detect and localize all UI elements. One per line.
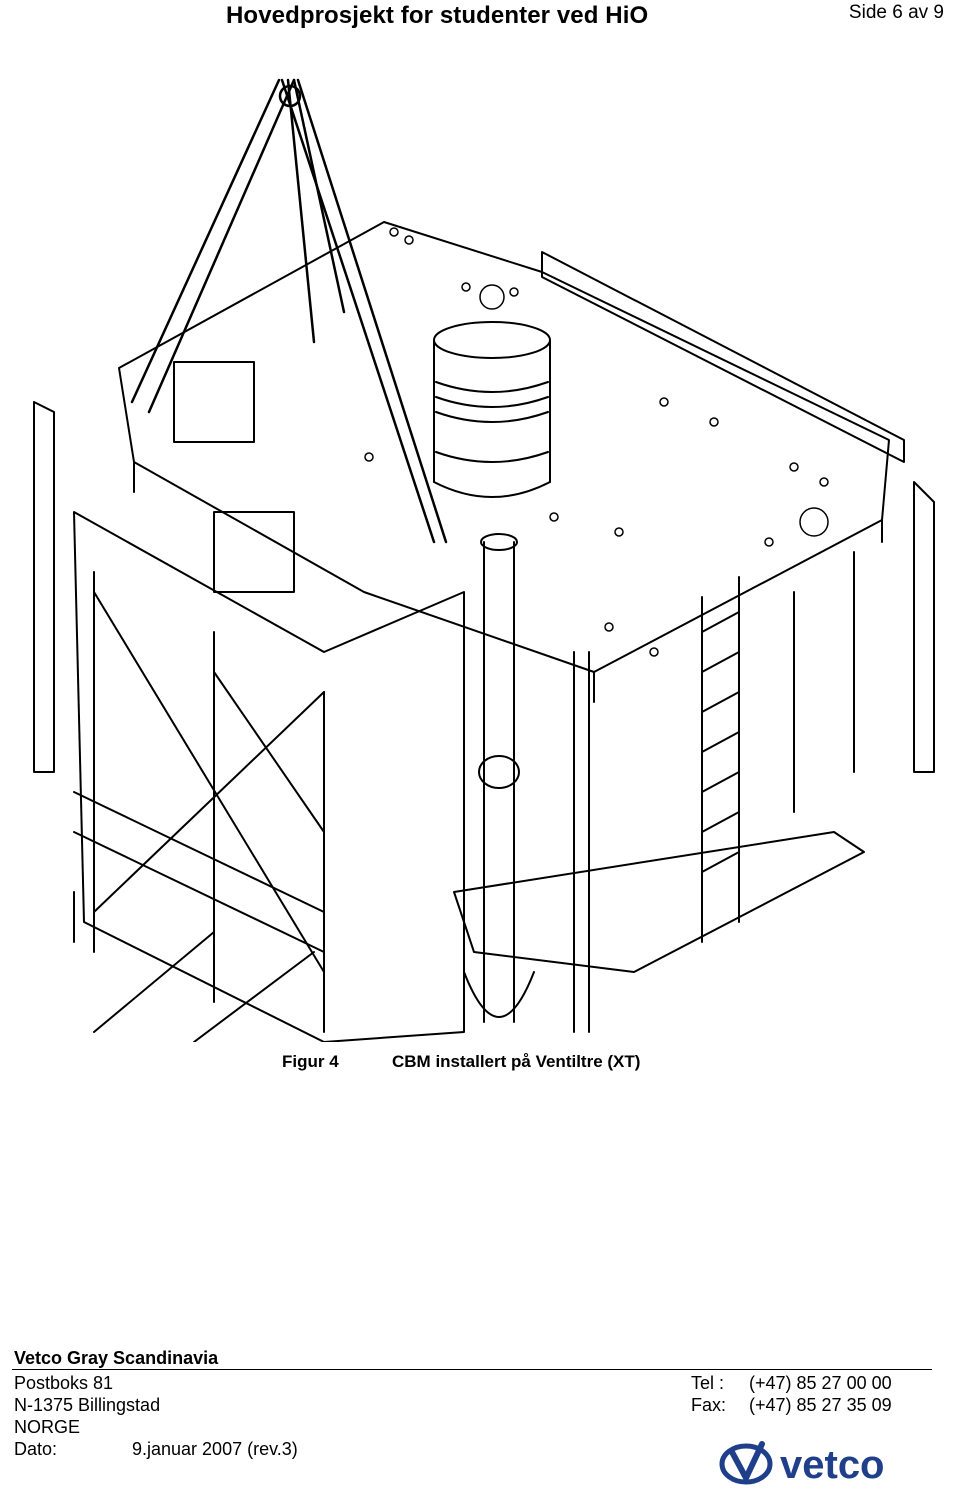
bolt-holes xyxy=(364,227,829,657)
figure-caption: CBM installert på Ventiltre (XT) xyxy=(392,1052,641,1071)
top-deck xyxy=(118,221,905,703)
footer-divider xyxy=(12,1369,932,1370)
side-pillars xyxy=(33,401,935,813)
tel-label: Tel : xyxy=(691,1373,725,1393)
central-actuator xyxy=(463,533,590,1033)
vetco-wordmark: vetco xyxy=(780,1443,885,1487)
company-name: Vetco Gray Scandinavia xyxy=(14,1348,219,1368)
lifting-slings xyxy=(130,78,448,544)
address-line-1: Postboks 81 xyxy=(14,1373,114,1393)
fax-value: (+47) 85 27 35 09 xyxy=(749,1395,892,1415)
frame-structure xyxy=(73,361,465,1042)
cylindrical-housing xyxy=(433,321,551,498)
tel-value: (+47) 85 27 00 00 xyxy=(749,1373,892,1393)
address-line-3: NORGE xyxy=(14,1417,81,1437)
lower-base xyxy=(73,831,865,1042)
cbm-technical-drawing xyxy=(14,72,946,1042)
vetco-logo: vetco xyxy=(718,1438,928,1488)
date-value: 9.januar 2007 (rev.3) xyxy=(132,1439,298,1459)
address-line-2: N-1375 Billingstad xyxy=(14,1395,161,1415)
figure-label: Figur 4 xyxy=(282,1052,339,1071)
fax-label: Fax: xyxy=(691,1395,727,1415)
page-number: Side 6 av 9 xyxy=(848,2,944,23)
vetco-emblem-icon xyxy=(719,1441,773,1485)
access-ladder xyxy=(701,576,740,943)
date-label: Dato: xyxy=(14,1439,58,1459)
document-title: Hovedprosjekt for studenter ved HiO xyxy=(226,2,649,29)
